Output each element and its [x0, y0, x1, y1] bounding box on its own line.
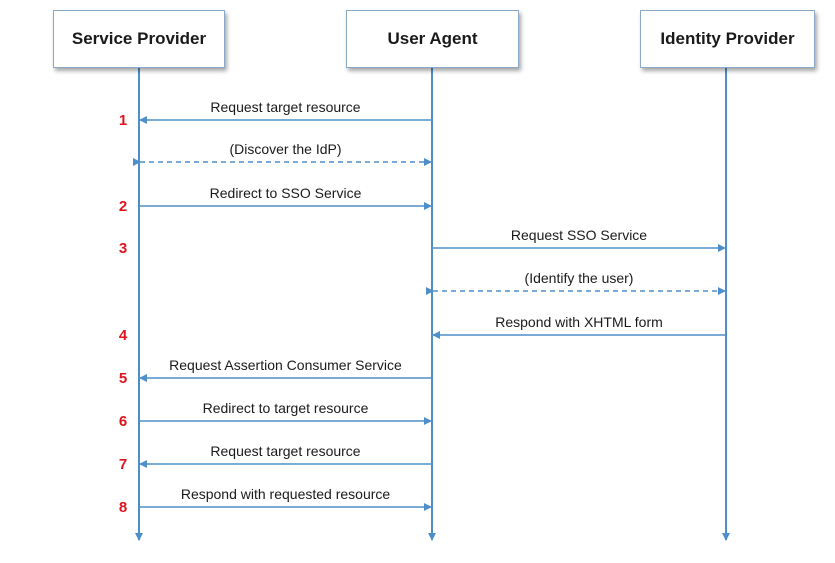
actor-box-sp: Service Provider — [53, 10, 225, 68]
message-label: (Discover the IdP) — [229, 141, 342, 157]
actor-label: User Agent — [387, 29, 478, 48]
message-label: Redirect to target resource — [202, 400, 369, 416]
actor-box-ua: User Agent — [346, 10, 519, 68]
actor-box-idp: Identity Provider — [640, 10, 815, 68]
step-number: 1 — [118, 112, 128, 129]
step-number: 8 — [118, 499, 128, 516]
message-label: Respond with XHTML form — [495, 314, 663, 330]
actor-label: Service Provider — [71, 29, 207, 48]
message-label: Respond with requested resource — [180, 486, 391, 502]
message-label: Request target resource — [210, 443, 361, 459]
actor-label: Identity Provider — [660, 29, 795, 48]
message-label: Request Assertion Consumer Service — [169, 357, 402, 373]
message-label: Request SSO Service — [510, 227, 648, 243]
message-label: (Identify the user) — [524, 270, 634, 286]
message-label: Redirect to SSO Service — [209, 185, 362, 201]
message-label: Request target resource — [210, 99, 361, 115]
step-number: 5 — [118, 370, 128, 387]
step-number: 4 — [118, 327, 128, 344]
step-number: 7 — [118, 456, 128, 473]
step-number: 3 — [118, 240, 128, 257]
step-number: 2 — [118, 198, 128, 215]
step-number: 6 — [118, 413, 128, 430]
